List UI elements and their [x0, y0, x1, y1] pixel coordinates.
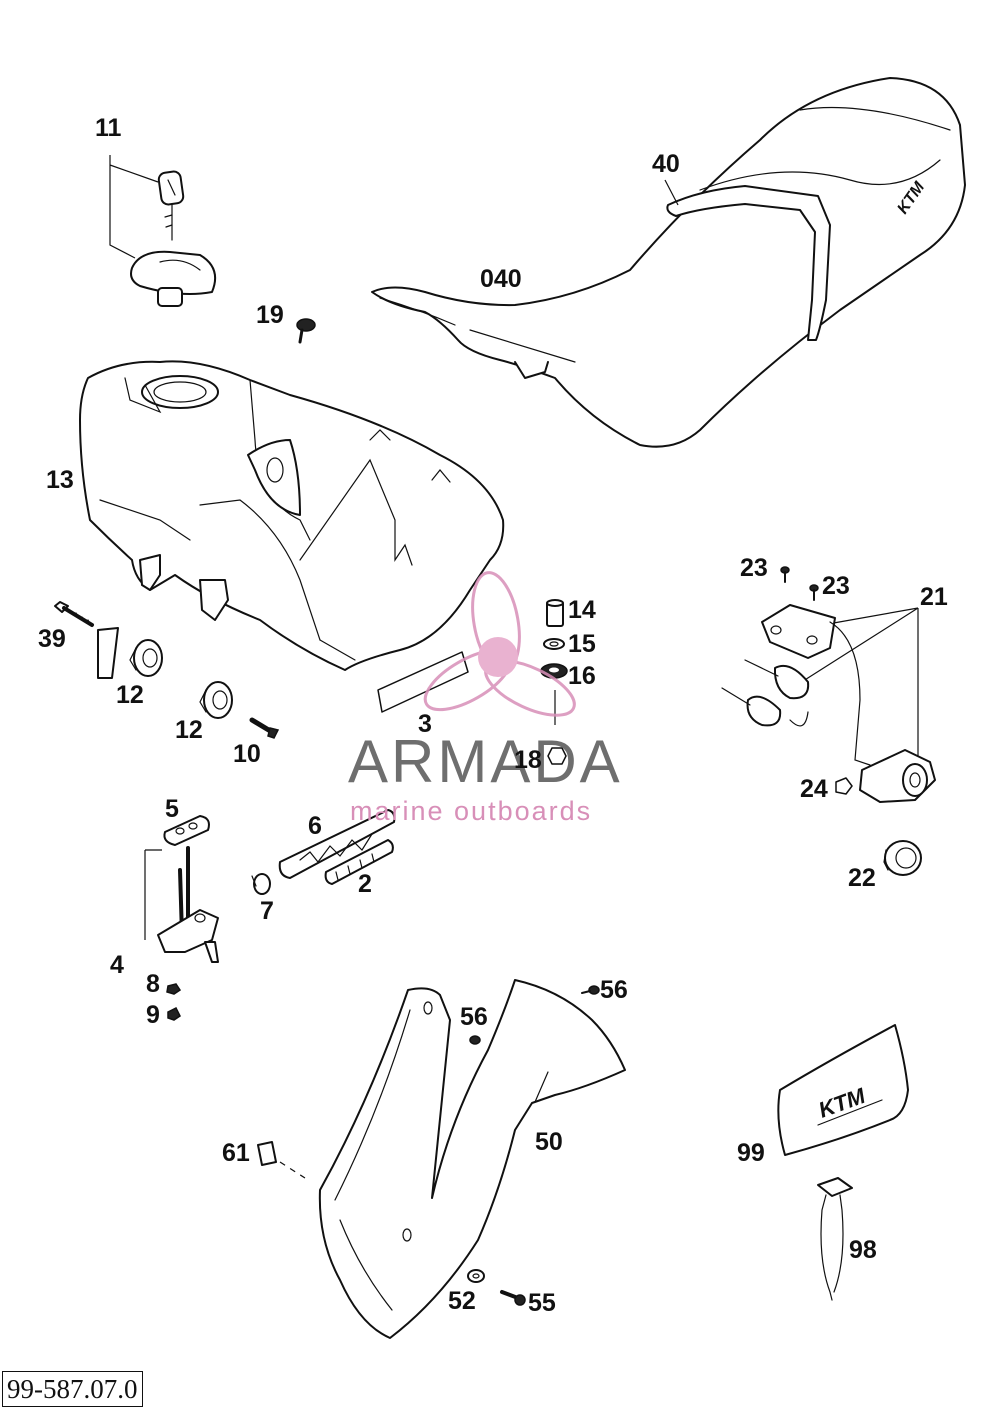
diagram-reference-number: 99-587.07.0 [2, 1371, 143, 1407]
callout-61: 61 [222, 1139, 250, 1167]
callout-50: 50 [535, 1128, 563, 1156]
callout-39: 39 [38, 625, 66, 653]
callout-23-left: 23 [740, 554, 768, 582]
armada-logo [423, 571, 576, 717]
callout-56-right: 56 [600, 976, 628, 1004]
spoiler-clip[interactable] [257, 1141, 306, 1179]
lock-ring[interactable] [883, 840, 922, 876]
callout-5: 5 [165, 795, 179, 823]
callout-18: 18 [514, 746, 542, 774]
tool-bag[interactable]: KTM [777, 1024, 909, 1156]
tank-bushing-left[interactable] [129, 639, 163, 677]
spoiler-screw-bottom[interactable] [500, 1290, 526, 1306]
callout-16: 16 [568, 662, 596, 690]
callout-6: 6 [308, 812, 322, 840]
callout-15: 15 [568, 630, 596, 658]
tank-bolt[interactable] [54, 601, 119, 679]
callout-11: 11 [95, 114, 122, 142]
callout-040: 040 [480, 265, 522, 293]
callout-56-left: 56 [460, 1003, 488, 1031]
key-and-fuel-cap[interactable] [109, 155, 216, 307]
lock-screw-right[interactable] [809, 584, 819, 601]
spoiler-washer[interactable] [467, 1269, 485, 1283]
callout-10: 10 [233, 740, 261, 768]
callout-13: 13 [46, 466, 74, 494]
spoiler-screw-left[interactable] [469, 1035, 481, 1045]
callout-12-left: 12 [116, 681, 144, 709]
callout-14: 14 [568, 596, 596, 624]
fuel-hose-sleeve[interactable] [278, 809, 396, 879]
tap-nut[interactable] [166, 983, 182, 995]
callout-8: 8 [146, 970, 160, 998]
tank-bushing-right[interactable] [199, 681, 233, 719]
callout-22: 22 [848, 864, 876, 892]
callout-55: 55 [528, 1289, 556, 1317]
fuel-hose[interactable] [324, 839, 394, 885]
seat-screw[interactable] [296, 318, 316, 344]
tank-spoiler[interactable] [318, 979, 626, 1339]
tap-screw[interactable] [167, 1006, 181, 1021]
hose-clamp[interactable] [251, 873, 271, 895]
callout-3: 3 [418, 710, 432, 738]
callout-99: 99 [737, 1139, 765, 1167]
watermark-subtitle: marine outboards [350, 796, 592, 826]
callout-9: 9 [146, 1001, 160, 1029]
fuel-tank[interactable] [79, 360, 505, 671]
fuel-tap-seal[interactable] [163, 815, 210, 846]
callout-98: 98 [849, 1236, 877, 1264]
washer[interactable] [543, 638, 565, 650]
callout-12-right: 12 [175, 716, 203, 744]
callout-52: 52 [448, 1287, 476, 1315]
callout-19: 19 [256, 301, 284, 329]
fuel-tap[interactable] [144, 846, 219, 963]
tank-screw[interactable] [249, 717, 280, 739]
callout-23-right: 23 [822, 572, 850, 600]
callout-40: 40 [652, 150, 680, 178]
lock-nut[interactable] [835, 777, 853, 795]
lock-set[interactable] [721, 604, 936, 803]
tool[interactable] [817, 1177, 853, 1301]
callout-4: 4 [110, 951, 124, 979]
callout-7: 7 [260, 897, 274, 925]
lock-screw-left[interactable] [780, 566, 790, 583]
bushing[interactable] [546, 599, 564, 627]
callout-24: 24 [800, 775, 828, 803]
callout-21: 21 [920, 583, 948, 611]
watermark-title: ARMADA [348, 728, 623, 795]
decal-strip[interactable] [377, 651, 469, 713]
rubber-washer[interactable] [540, 663, 568, 679]
nut[interactable] [547, 747, 567, 765]
spoiler-screw-right[interactable] [581, 985, 600, 995]
seat[interactable]: KTM [371, 77, 966, 448]
seat-strap[interactable] [664, 179, 831, 341]
callout-2: 2 [358, 870, 372, 898]
